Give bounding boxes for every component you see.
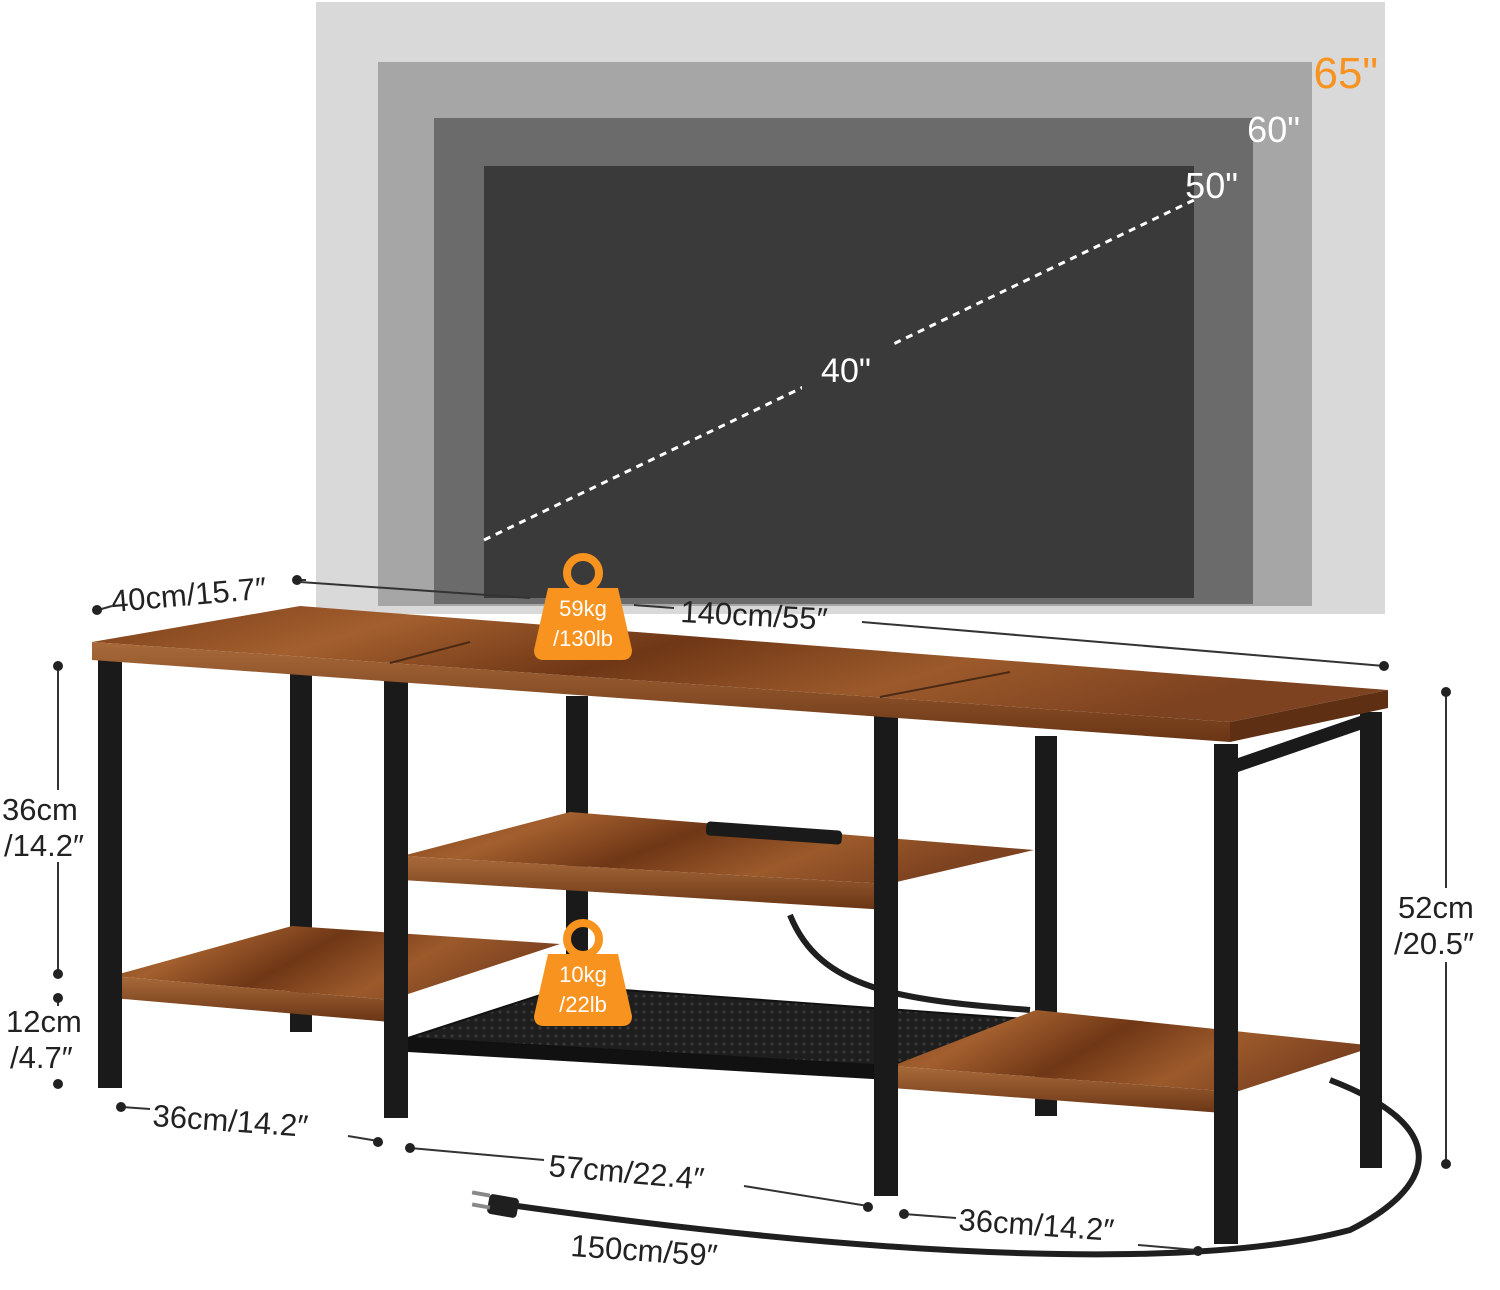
dimension-lines	[53, 575, 1451, 1256]
diagonal-label-gap	[802, 342, 892, 394]
left-section-label: 36cm/14.2″	[152, 1098, 310, 1144]
total-height-label-line2: /20.5″	[1394, 926, 1474, 961]
power-strip	[705, 821, 843, 845]
tv-size-40-label: 40"	[821, 352, 871, 390]
tv-size-65-label: 65"	[1313, 49, 1378, 98]
upper-height-label-line1: 36cm	[2, 792, 78, 827]
tv-size-illustration: 65" 60" 50" 40"	[316, 2, 1385, 614]
middle-load-weight: 10kg	[559, 962, 607, 987]
cable-length-label: 150cm/59″	[570, 1228, 719, 1273]
total-height-label-line1: 52cm	[1398, 890, 1474, 925]
tabletop	[92, 606, 1388, 742]
lower-right-shelf	[892, 1010, 1376, 1114]
middle-load-pounds: /22lb	[559, 992, 607, 1017]
lower-height-label-line1: 12cm	[6, 1004, 82, 1039]
plug-icon	[471, 1190, 519, 1218]
top-load-weight: 59kg	[559, 596, 607, 621]
lower-height-label-line2: /4.7″	[10, 1040, 73, 1075]
tv-size-50-label: 50"	[1185, 165, 1238, 206]
power-cable	[509, 913, 1422, 1258]
right-section-label: 36cm/14.2″	[958, 1202, 1116, 1248]
tv-size-60-label: 60"	[1247, 109, 1300, 150]
upper-height-label-line2: /14.2″	[4, 828, 84, 863]
middle-shelf	[402, 812, 1034, 910]
lower-left-shelf	[112, 926, 560, 1022]
depth-label: 40cm/15.7″	[110, 571, 268, 619]
width-label: 140cm/55″	[680, 594, 829, 637]
top-load-badge: 59kg /130lb	[534, 553, 632, 660]
middle-load-badge: 10kg /22lb	[534, 919, 632, 1026]
top-load-pounds: /130lb	[553, 626, 613, 651]
front-frame	[98, 656, 1382, 1244]
middle-section-label: 57cm/22.4″	[547, 1148, 705, 1196]
